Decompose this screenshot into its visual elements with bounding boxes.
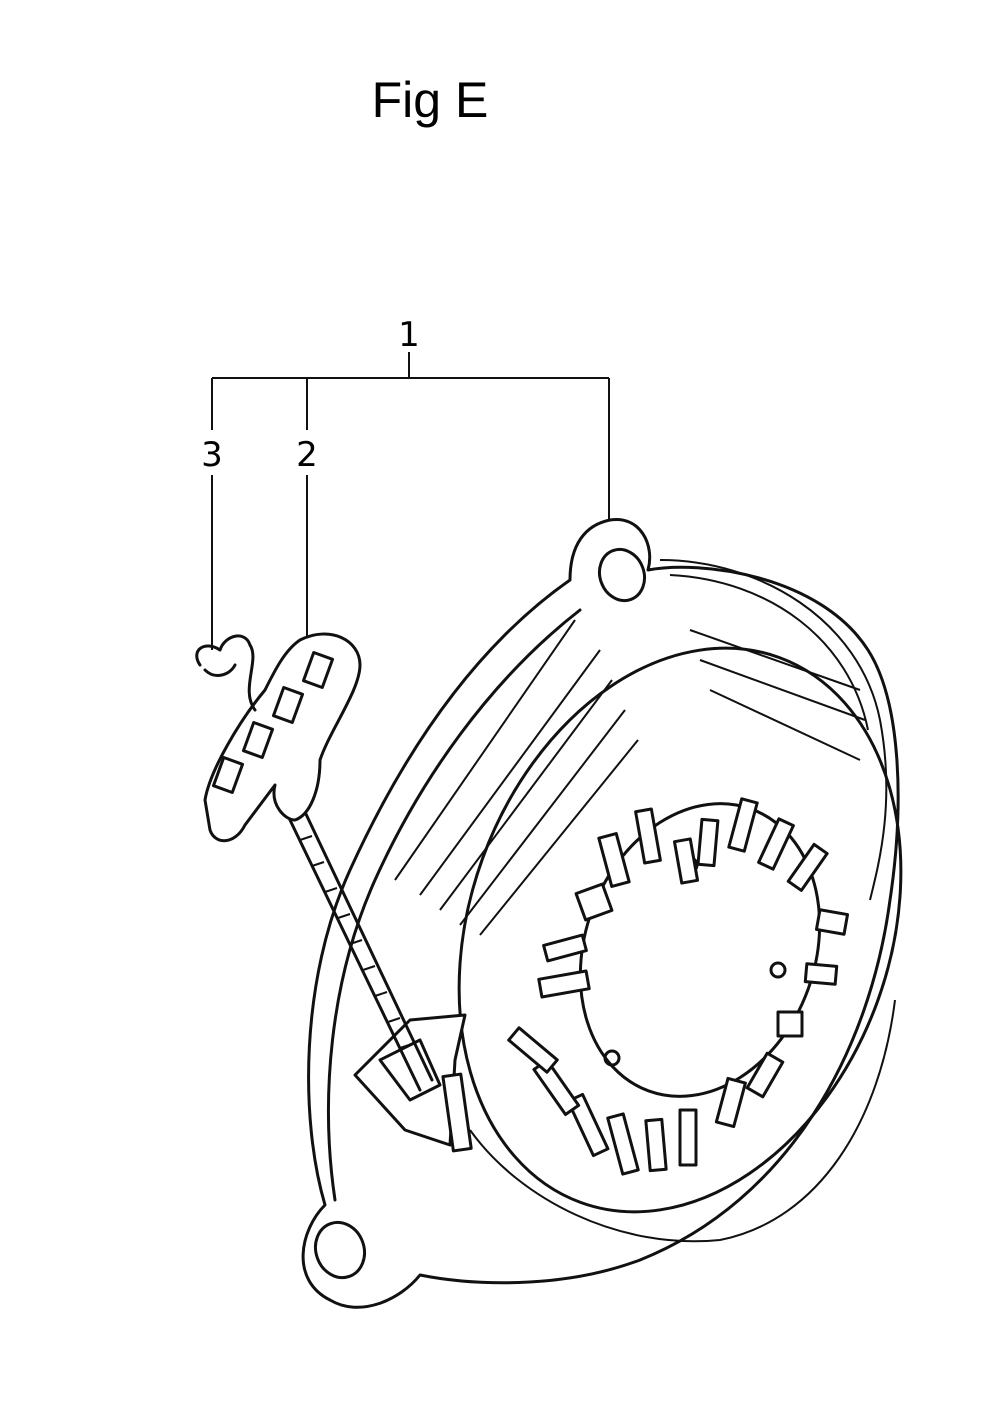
cooling-slots (507, 797, 850, 1176)
starter-rope (288, 810, 434, 1092)
figure-title: Fig E (371, 72, 489, 128)
callout-3: 3 (201, 435, 223, 475)
callout-2: 2 (296, 435, 318, 475)
rope-guide (353, 1013, 473, 1153)
callout-1: 1 (398, 315, 420, 355)
housing-ribs (394, 619, 866, 936)
callout-leaders (211, 352, 610, 650)
starter-housing (301, 518, 903, 1309)
starter-handle-2 (203, 632, 362, 843)
rope-knot-3 (195, 634, 257, 712)
